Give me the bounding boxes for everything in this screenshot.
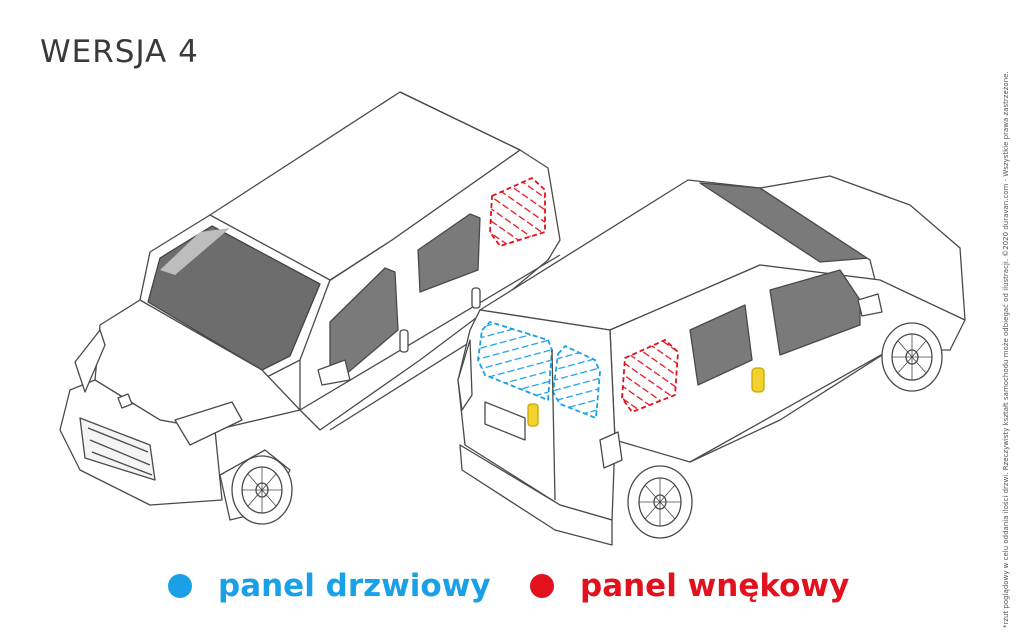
niche-panel-left-van <box>489 177 546 247</box>
legend-door-label: panel drzwiowy <box>218 568 491 604</box>
legend-niche-panel: panel wnękowy <box>530 568 849 604</box>
front-side-window <box>769 269 861 356</box>
rear-door-handle <box>527 403 539 427</box>
legend-door-panel: panel drzwiowy <box>168 568 491 604</box>
van-rear-view <box>457 175 966 546</box>
door-panel-rear-right <box>552 345 601 419</box>
windshield <box>147 225 321 371</box>
license-plate <box>484 401 526 441</box>
copyright-disclaimer: *rzut poglądowy w celu oddania ilości dr… <box>1002 71 1010 628</box>
sliding-door-handle <box>751 367 765 393</box>
page-title: WERSJA 4 <box>40 34 199 70</box>
legend-door-dot <box>168 574 192 598</box>
sliding-door-window <box>417 213 481 293</box>
van-front-view <box>59 91 561 525</box>
niche-panel-right-van <box>621 339 679 413</box>
door-panel-rear-left <box>477 321 553 401</box>
rear-side-window <box>689 304 753 386</box>
legend-niche-dot <box>530 574 554 598</box>
grille <box>79 417 156 481</box>
legend-niche-label: panel wnękowy <box>580 568 850 604</box>
